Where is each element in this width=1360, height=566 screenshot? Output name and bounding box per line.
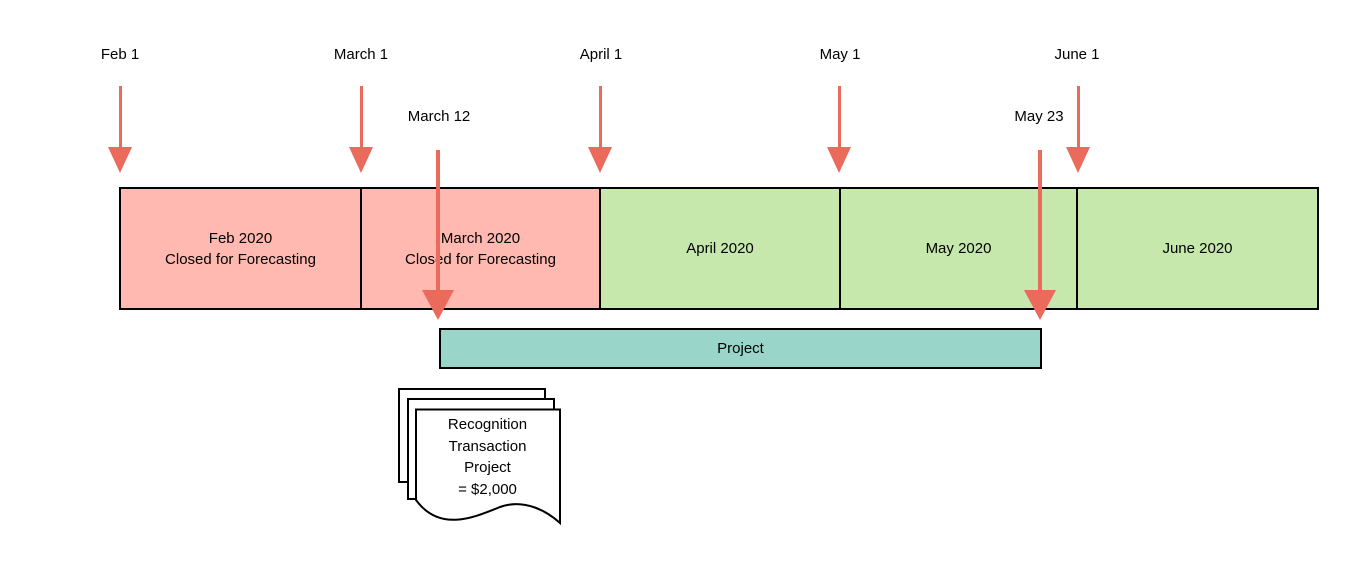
arrow-shaft	[359, 86, 363, 148]
date-label-feb-1: Feb 1	[100, 46, 140, 63]
arrow-shaft	[436, 150, 440, 292]
date-label-march-1: March 1	[333, 46, 389, 63]
arrow-shaft	[837, 86, 841, 148]
month-block-feb-2020: Feb 2020 Closed for Forecasting	[121, 189, 362, 308]
month-subtitle: Closed for Forecasting	[165, 250, 316, 268]
arrow-shaft	[1038, 150, 1042, 292]
arrow-head	[588, 147, 612, 173]
document-pages-icon	[398, 388, 561, 526]
month-subtitle: Closed for Forecasting	[405, 250, 556, 268]
arrow-head	[422, 290, 454, 320]
march-1-arrow-icon	[349, 86, 373, 173]
project-bar-label: Project	[717, 340, 764, 357]
month-title: March 2020	[440, 229, 521, 247]
month-block-april-2020: April 2020	[601, 189, 841, 308]
date-label-april-1: April 1	[579, 46, 623, 63]
arrow-head	[108, 147, 132, 173]
event-label-may-23: May 23	[1014, 108, 1064, 125]
document-note: Recognition Transaction Project = $2,000	[420, 414, 555, 500]
document-note-line: Recognition	[447, 416, 528, 433]
project-bar: Project	[439, 328, 1042, 369]
april-1-arrow-icon	[588, 86, 612, 173]
arrow-head	[1024, 290, 1056, 320]
date-label-june-1: June 1	[1054, 46, 1100, 63]
arrow-shaft	[1076, 86, 1080, 148]
month-title: Feb 2020	[208, 229, 273, 247]
document-note-line: Project	[464, 459, 511, 476]
month-title: April 2020	[686, 240, 754, 257]
date-label-may-1: May 1	[819, 46, 861, 63]
month-band: Feb 2020 Closed for Forecasting March 20…	[119, 187, 1319, 310]
month-block-june-2020: June 2020	[1078, 189, 1317, 308]
arrow-shaft	[598, 86, 602, 148]
document-note-line: = $2,000	[458, 480, 517, 498]
arrow-head	[349, 147, 373, 173]
may-23-arrow-icon	[1024, 150, 1056, 320]
feb-1-arrow-icon	[108, 86, 132, 173]
document-note-line: Transaction	[448, 437, 527, 455]
month-block-march-2020: March 2020 Closed for Forecasting	[362, 189, 601, 308]
arrow-shaft	[118, 86, 122, 148]
june-1-arrow-icon	[1066, 86, 1090, 173]
arrow-head	[1066, 147, 1090, 173]
month-title: June 2020	[1162, 240, 1233, 257]
event-label-march-12: March 12	[407, 108, 471, 125]
arrow-head	[827, 147, 851, 173]
document-front-page	[415, 408, 561, 526]
month-title: May 2020	[925, 240, 992, 257]
may-1-arrow-icon	[827, 86, 851, 173]
march-12-arrow-icon	[422, 150, 454, 320]
